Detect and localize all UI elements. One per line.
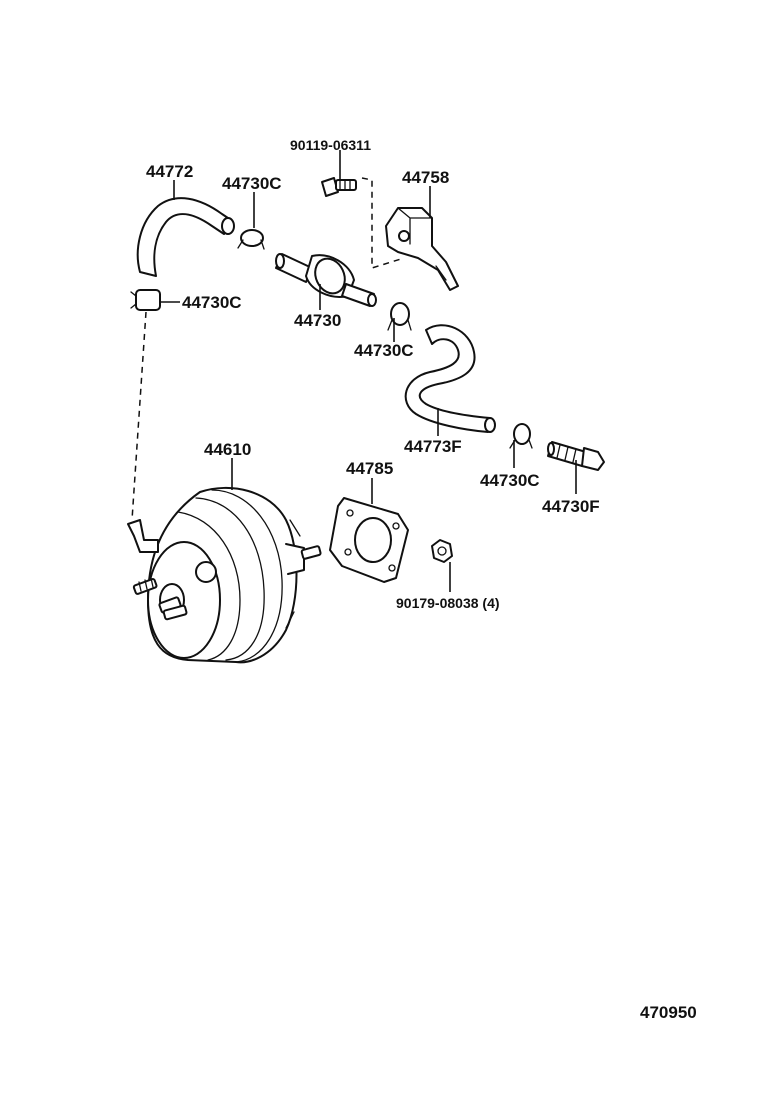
hose-clip-44730c-mid[interactable] — [387, 302, 412, 331]
gasket-44785[interactable] — [329, 497, 409, 583]
assembly-guide-line-hose — [131, 311, 147, 521]
label-44730c-top: 44730C — [222, 174, 282, 193]
leader-lines — [160, 150, 577, 592]
label-44730: 44730 — [294, 311, 341, 330]
nut-90179-08038[interactable] — [431, 539, 453, 563]
label-44730f: 44730F — [542, 497, 600, 516]
label-44758: 44758 — [402, 168, 449, 187]
label-90179-08038: 90179-08038 (4) — [396, 595, 500, 611]
bracket-44758[interactable] — [385, 207, 459, 291]
brake-booster-44610[interactable] — [127, 486, 322, 664]
hose-clip-44730c-top[interactable] — [237, 229, 265, 250]
label-44772: 44772 — [146, 162, 193, 181]
label-90119-06311: 90119-06311 — [290, 137, 371, 153]
label-44730c-mid: 44730C — [354, 341, 414, 360]
bolt-90119-06311[interactable] — [321, 177, 357, 197]
vacuum-hose-44772[interactable] — [136, 197, 235, 277]
label-44610: 44610 — [204, 440, 251, 459]
label-44785: 44785 — [346, 459, 393, 478]
vacuum-hose-44773f[interactable] — [404, 324, 496, 433]
assembly-guide-line-bolt — [361, 177, 405, 270]
hose-clip-44730c-left[interactable] — [130, 289, 161, 311]
diagram-code: 470950 — [640, 1003, 697, 1022]
check-valve-44730[interactable] — [275, 253, 377, 307]
label-44730c-right: 44730C — [480, 471, 540, 490]
label-44773f: 44773F — [404, 437, 462, 456]
label-44730c-left: 44730C — [182, 293, 242, 312]
